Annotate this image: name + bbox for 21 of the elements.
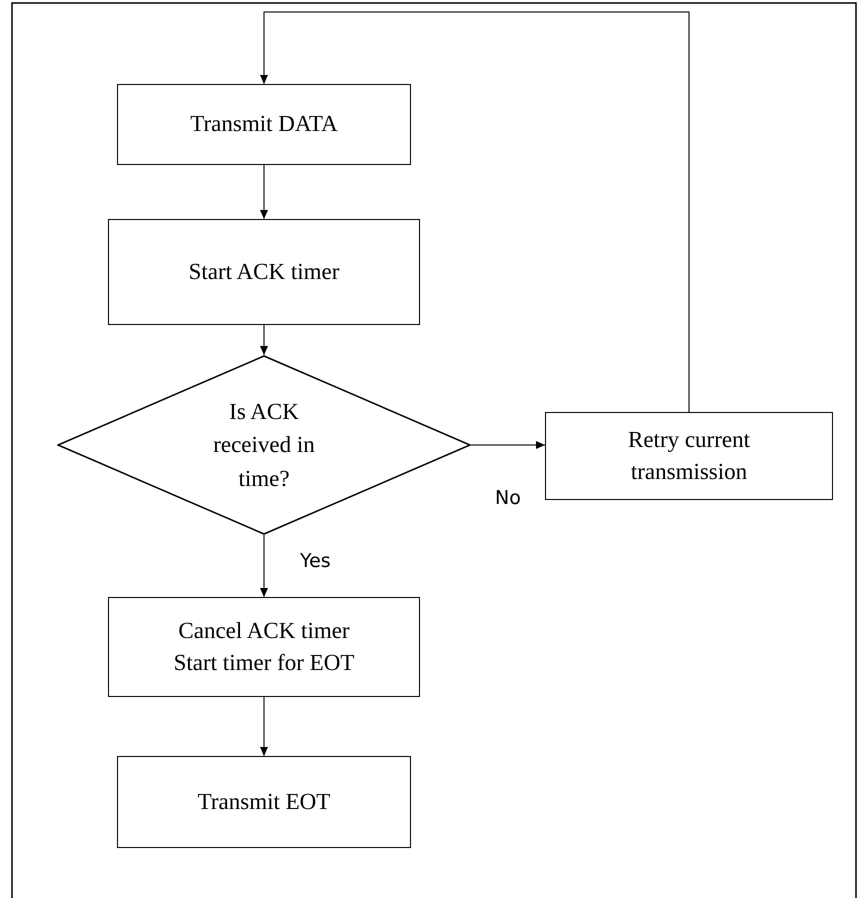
arrow (260, 534, 268, 598)
node-text: Start timer for EOT (174, 649, 354, 677)
node-text: Is ACK received in time? (212, 398, 316, 493)
process-box (108, 597, 420, 697)
arrow (470, 441, 546, 449)
process-box (117, 756, 411, 848)
process-box (108, 219, 420, 325)
arrow (260, 12, 690, 412)
arrow (260, 696, 268, 756)
process-box (117, 84, 411, 165)
process-box (545, 412, 833, 500)
edge-label: No (495, 487, 521, 509)
arrow (260, 324, 268, 356)
node-text: Start ACK timer (188, 258, 340, 286)
node-text: Transmit EOT (198, 788, 330, 816)
decision-diamond (57, 355, 471, 535)
node-text: Retry current transmission (627, 426, 751, 486)
node-text: Cancel ACK timer (178, 616, 350, 645)
edge-label: Yes (300, 550, 331, 572)
node-text: Transmit DATA (190, 110, 338, 138)
arrow (260, 164, 268, 220)
